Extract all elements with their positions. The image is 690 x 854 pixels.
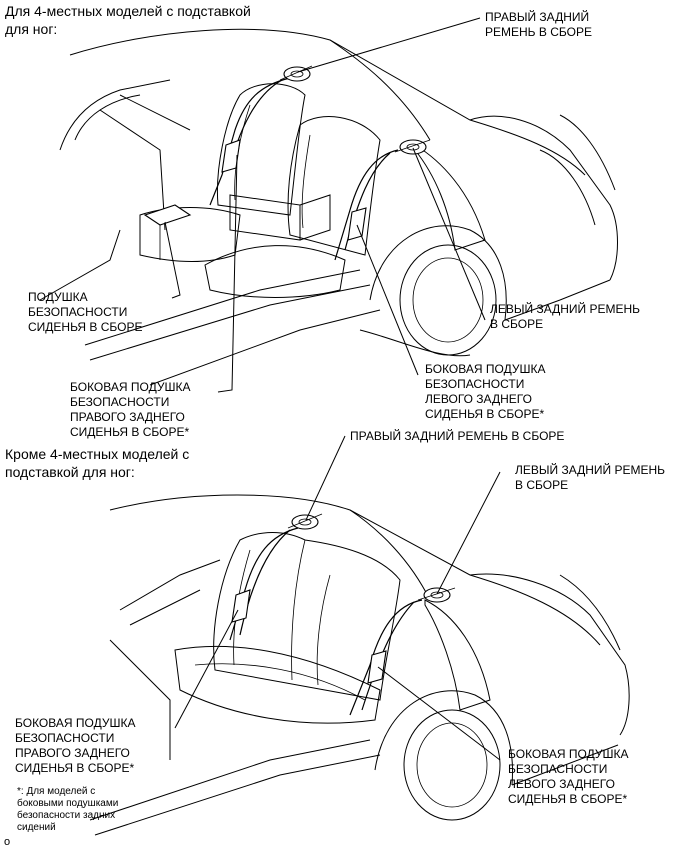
- corner-mark: o: [4, 836, 11, 848]
- footnote: *: Для моделей с боковыми подушками безо…: [17, 786, 119, 833]
- label-left-belt-bottom: ЛЕВЫЙ ЗАДНИЙ РЕМЕНЬ В СБОРЕ: [515, 463, 666, 492]
- bottom-car-illustration: [89, 494, 630, 836]
- leader-right-belt-bottom: [305, 435, 346, 521]
- label-left-side-airbag-top: БОКОВАЯ ПОДУШКА БЕЗОПАСНОСТИ ЛЕВОГО ЗАДН…: [425, 362, 546, 421]
- label-cushion-airbag: ПОДУШКА БЕЗОПАСНОСТИ СИДЕНЬЯ В СБОРЕ: [28, 290, 143, 334]
- leader-left-belt-bottom: [436, 471, 501, 595]
- label-right-belt-top: ПРАВЫЙ ЗАДНИЙ РЕМЕНЬ В СБОРЕ: [485, 10, 592, 39]
- bottom-leader-lines: [174, 435, 501, 761]
- label-right-belt-bottom: ПРАВЫЙ ЗАДНИЙ РЕМЕНЬ В СБОРЕ: [350, 429, 565, 443]
- leader-left-side-airbag-top: [356, 224, 419, 376]
- leader-left-side-airbag-bottom: [377, 666, 501, 761]
- leader-right-belt-top: [297, 17, 481, 73]
- label-left-side-airbag-bottom: БОКОВАЯ ПОДУШКА БЕЗОПАСНОСТИ ЛЕВОГО ЗАДН…: [508, 747, 629, 806]
- label-right-side-airbag-bottom: БОКОВАЯ ПОДУШКА БЕЗОПАСНОСТИ ПРАВОГО ЗАД…: [15, 716, 136, 775]
- label-right-side-airbag-top: БОКОВАЯ ПОДУШКА БЕЗОПАСНОСТИ ПРАВОГО ЗАД…: [70, 380, 191, 439]
- label-left-belt-top: ЛЕВЫЙ ЗАДНИЙ РЕМЕНЬ В СБОРЕ: [490, 302, 641, 331]
- top-car-illustration: [39, 28, 618, 386]
- leader-left-belt-top: [412, 147, 486, 321]
- leader-right-side-airbag-bottom: [174, 609, 239, 729]
- leader-cushion-airbag: [164, 221, 181, 299]
- top-diagram-header: Для 4-местных моделей с подставкой для н…: [5, 3, 251, 37]
- leader-right-side-airbag-top: [217, 154, 238, 393]
- bottom-diagram-header: Кроме 4-местных моделей с подставкой для…: [5, 446, 190, 480]
- top-leader-lines: [164, 17, 486, 393]
